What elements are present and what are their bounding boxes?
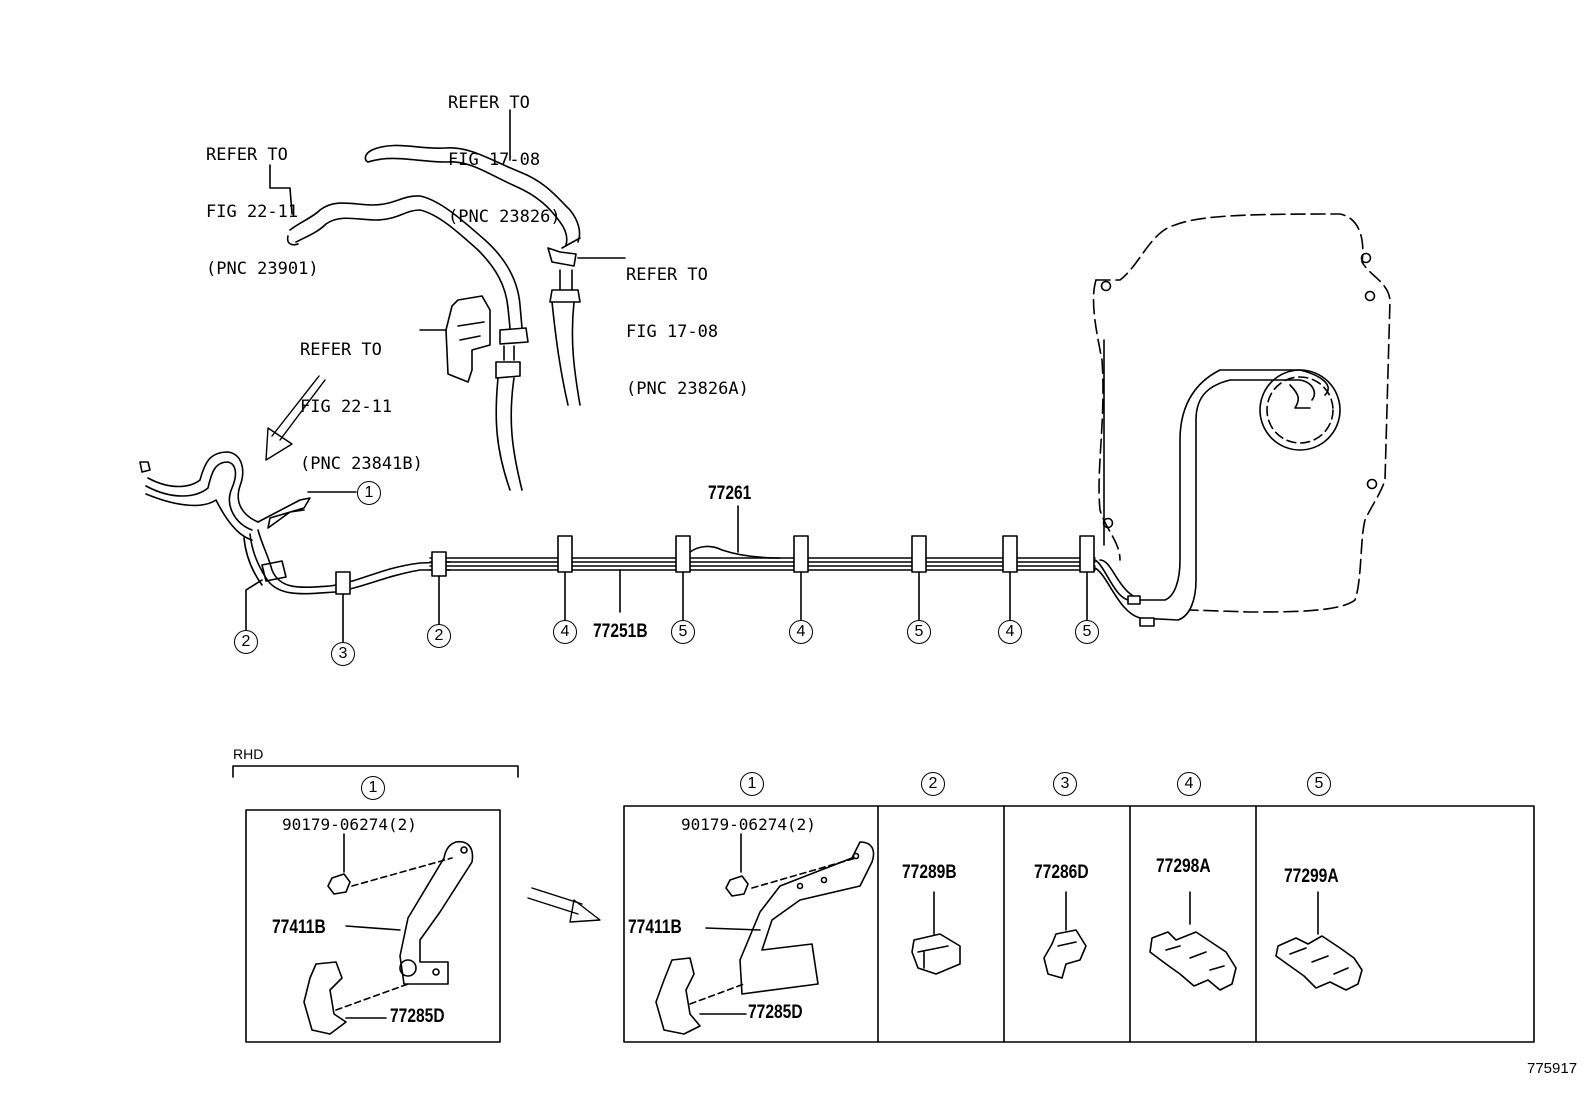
callout-2: 2 [427,624,451,648]
ref-fig-22-11-pnc-23901: REFER TO FIG 22-11 (PNC 23901) [206,108,319,298]
ref-fig-17-08-pnc-23826a: REFER TO FIG 17-08 (PNC 23826A) [626,228,749,418]
main-clips [335,535,1095,595]
connector-23841B [419,295,491,383]
clip-77299A [1275,891,1363,991]
part-number-77285d: 77285D [748,1002,803,1023]
part-number-77286d: 77286D [1034,862,1089,883]
part-number-90179-06274: 90179-06274(2) [282,815,417,834]
front-tube-bundle [139,451,451,595]
ref-line: FIG 17-08 [626,322,719,342]
callout-1: 1 [740,772,764,796]
ref-line: REFER TO [626,265,708,285]
part-number-77285d: 77285D [390,1006,445,1027]
part-number-77251b: 77251B [593,621,648,642]
rhd-bracket [303,840,474,1035]
clip-77298A [1149,891,1237,991]
ref-line: REFER TO [448,93,530,113]
main-tubes [429,545,1096,571]
part-number-77411b: 77411B [272,917,326,938]
callout-5: 5 [671,620,695,644]
callout-1: 1 [361,776,385,800]
callout-2: 2 [234,630,258,654]
ref-fig-22-11-pnc-23841b: REFER TO FIG 22-11 (PNC 23841B) [300,303,423,493]
callout-4: 4 [789,620,813,644]
ref-line: FIG 22-11 [206,202,299,222]
callout-2: 2 [921,772,945,796]
callout-5: 5 [907,620,931,644]
ref-line: REFER TO [300,340,382,360]
callout-3: 3 [331,642,355,666]
part-number-77298a: 77298A [1156,856,1211,877]
part-number-77411b: 77411B [628,917,682,938]
ref-line: FIG 22-11 [300,397,393,417]
part-number-90179-06274: 90179-06274(2) [681,815,816,834]
fuel-tank-outline [1095,213,1391,613]
ref-line: FIG 17-08 [448,150,541,170]
clip-77289B [911,891,961,975]
ref-line: (PNC 23841B) [300,454,423,474]
part-number-77299a: 77299A [1284,866,1339,887]
callout-5: 5 [1075,620,1099,644]
part-number-77289b: 77289B [902,862,957,883]
hose-23901 [286,195,529,491]
lhd-bracket [655,841,875,1035]
rhd-label: RHD [233,746,264,762]
part-number-77261: 77261 [708,483,752,504]
hose-23826 [364,144,581,406]
callout-4: 4 [1177,772,1201,796]
ref-fig-17-08-pnc-23826: REFER TO FIG 17-08 (PNC 23826) [448,56,561,246]
callout-1: 1 [357,481,381,505]
callout-5: 5 [1307,772,1331,796]
ref-line: REFER TO [206,145,288,165]
rhd-detail-box [245,809,501,1043]
ref-line: (PNC 23826) [448,207,561,227]
ref-line: (PNC 23901) [206,259,319,279]
callout-4: 4 [998,620,1022,644]
callout-3: 3 [1053,772,1077,796]
clip-77286D [1043,891,1087,979]
callout-4: 4 [553,620,577,644]
figure-number: 775917 [1527,1060,1578,1077]
ref-line: (PNC 23826A) [626,379,749,399]
